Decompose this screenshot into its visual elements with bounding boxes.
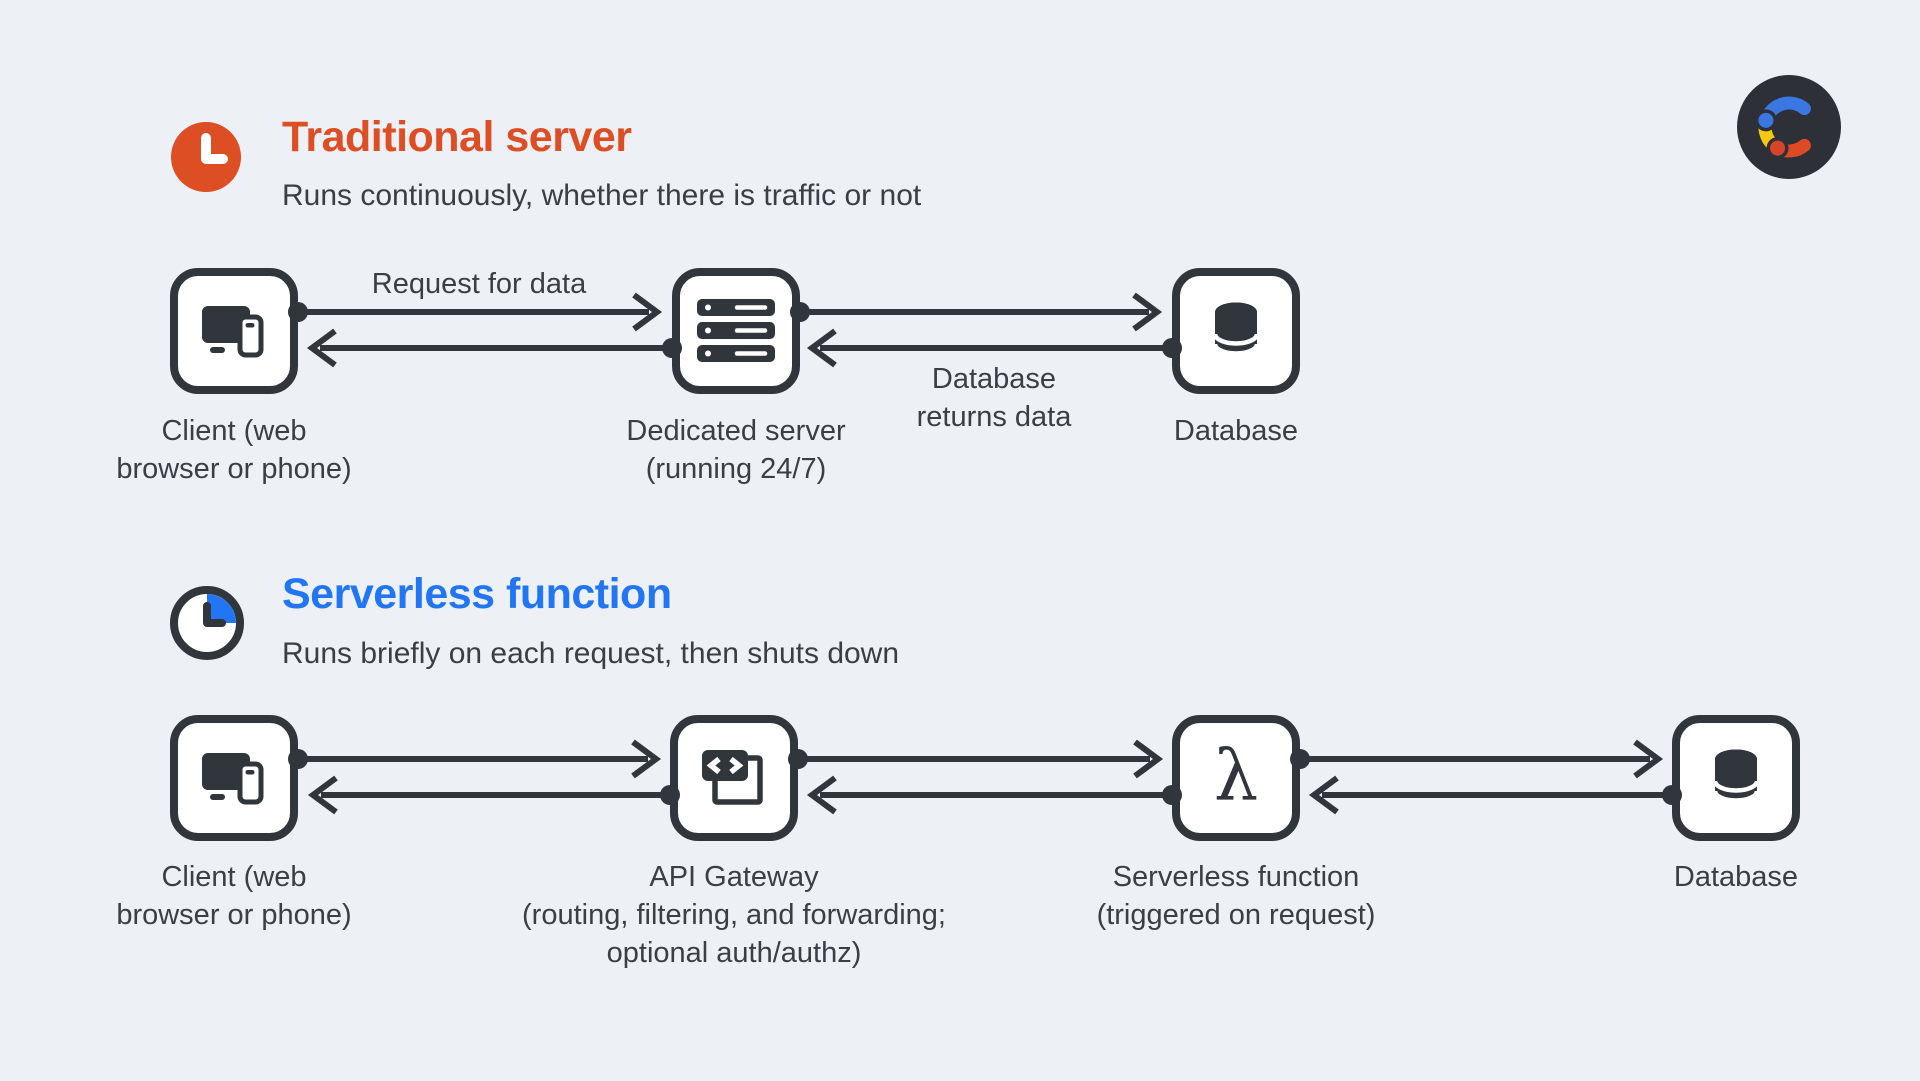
api-gateway-icon — [702, 750, 763, 805]
lambda-icon: λ — [1213, 735, 1259, 817]
brand-c-logo — [1737, 75, 1841, 179]
node-database-serverless — [1672, 715, 1800, 841]
section-title-traditional: Traditional server — [282, 113, 632, 161]
section-subtitle-serverless: Runs briefly on each request, then shuts… — [282, 637, 900, 670]
section-subtitle-traditional: Runs continuously, whether there is traf… — [282, 179, 922, 212]
client-devices-icon — [202, 753, 264, 805]
node-dedicated-server — [672, 268, 800, 394]
arrow-lambda-to-database — [1290, 739, 1664, 779]
arrow-label-request-for-data: Request for data — [371, 268, 587, 300]
server-stack-icon — [697, 299, 775, 362]
label-client-serverless: Client (web browser or phone) — [116, 861, 352, 931]
arrow-gateway-to-client — [307, 775, 680, 815]
label-database-traditional: Database — [1173, 415, 1299, 447]
label-client-traditional: Client (web browser or phone) — [116, 415, 352, 485]
clock-solid-icon — [171, 122, 241, 192]
client-devices-icon — [202, 306, 264, 358]
section-title-serverless: Serverless function — [282, 570, 672, 618]
node-database-traditional — [1172, 268, 1300, 394]
database-icon — [1212, 302, 1260, 356]
label-api-gateway: API Gateway (routing, filtering, and for… — [522, 861, 946, 969]
node-serverless-function: λ — [1172, 715, 1300, 841]
arrow-client-to-gateway — [288, 739, 662, 779]
node-client-traditional — [170, 268, 298, 394]
clock-quarter-icon — [170, 586, 244, 660]
arrow-lambda-to-gateway — [806, 775, 1182, 815]
database-icon — [1712, 749, 1760, 803]
arrow-server-to-client — [306, 328, 682, 368]
arrow-gateway-to-lambda — [788, 739, 1164, 779]
arrow-database-to-lambda — [1308, 775, 1682, 815]
label-dedicated-server: Dedicated server (running 24/7) — [626, 415, 846, 485]
label-database-serverless: Database — [1673, 861, 1799, 893]
arrow-server-to-database — [790, 292, 1163, 332]
arrow-label-database-returns-data: Database returns data — [916, 363, 1072, 433]
node-client-serverless — [170, 715, 298, 841]
node-api-gateway — [670, 715, 798, 841]
label-serverless-function: Serverless function (triggered on reques… — [1096, 861, 1376, 931]
